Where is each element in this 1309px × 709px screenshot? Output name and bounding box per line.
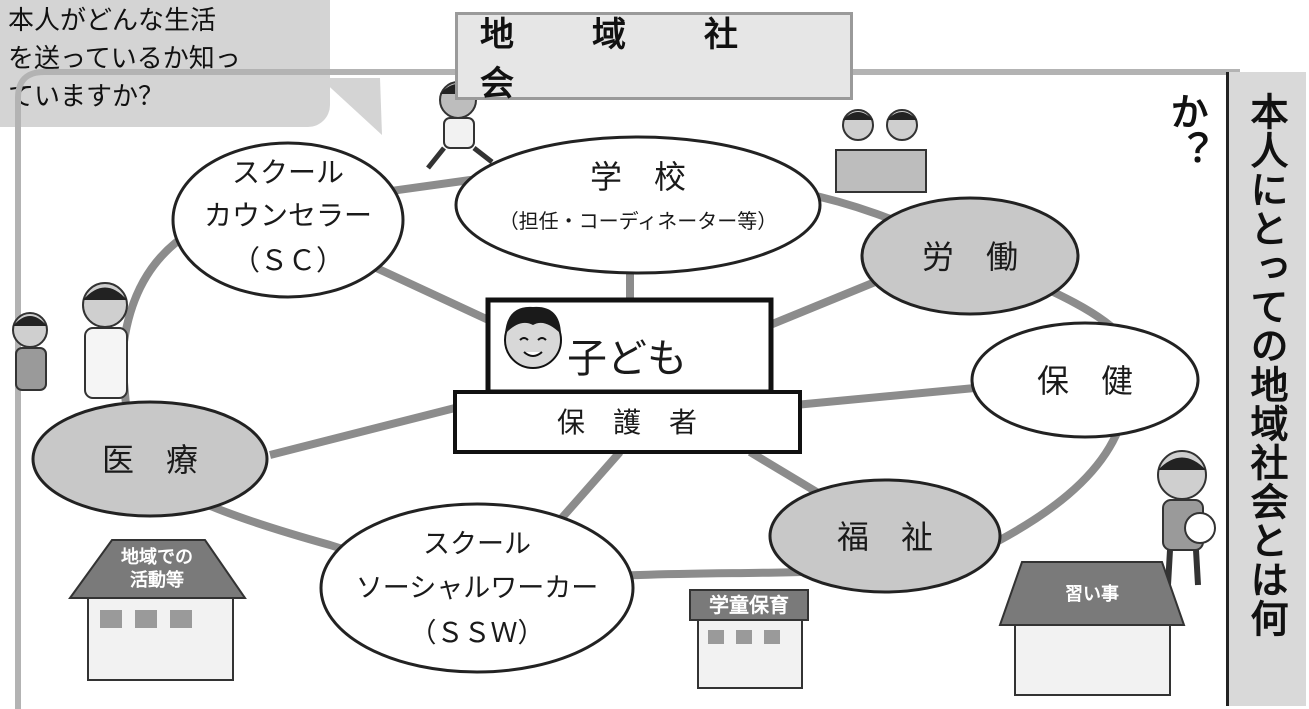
guardian-label: 保 護 者: [557, 406, 697, 439]
child-label: 子ども: [567, 336, 687, 382]
node-school-shape: [454, 135, 822, 275]
node-labor: 労 働: [860, 196, 1080, 316]
node-ssw: スクール ソーシャルワーカー （ＳＳＷ）: [319, 502, 635, 674]
community-title-box: 地 域 社 会: [455, 12, 853, 104]
community-activity-label-2: 活動等: [130, 569, 184, 591]
speech-bubble: 本人がどんな生活 を送っているか知っ ていますか？: [0, 0, 330, 127]
node-health: 保 健: [970, 321, 1200, 439]
node-counselor-shape: [171, 141, 405, 299]
ssw-line-3: （ＳＳＷ）: [410, 618, 545, 649]
node-welfare: 福 祉: [768, 478, 1002, 594]
labor-label: 労 働: [922, 238, 1018, 276]
counselor-line-2: カウンセラー: [204, 199, 372, 232]
community-title: 地 域 社 会: [480, 15, 816, 104]
speech-bubble-text: 本人がどんな生活 を送っているか知っ ていますか？: [8, 6, 241, 112]
node-welfare-shape: [768, 478, 1002, 594]
classroom-kids-illustration: [835, 109, 927, 193]
node-labor-shape: [860, 196, 1080, 316]
ssw-line-2: ソーシャルワーカー: [356, 573, 598, 604]
lessons-building: 習い事: [998, 561, 1186, 696]
node-school: 学 校 （担任・コーディネーター等）: [454, 135, 822, 275]
community-activity-label-1: 地域での: [121, 546, 193, 568]
spoke-ssw: [557, 449, 623, 523]
health-label: 保 健: [1037, 362, 1133, 400]
welfare-label: 福 祉: [837, 518, 933, 556]
center-child-box: 子ども: [485, 297, 774, 395]
afterschool-label: 学童保育: [709, 593, 789, 617]
spoke-health: [794, 384, 976, 409]
school-subtitle: （担任・コーディネーター等）: [499, 209, 778, 233]
spoke-medical: [269, 404, 456, 459]
ssw-line-1: スクール: [423, 529, 531, 560]
soccer-ball-icon: [1184, 512, 1216, 544]
node-medical: 医 療: [31, 400, 269, 518]
counselor-line-1: スクール: [232, 156, 344, 189]
counselor-line-3: （ＳＣ）: [232, 244, 344, 277]
lessons-label: 習い事: [1065, 583, 1119, 605]
side-title-panel: 本人にとっての地域社会とは何か？: [1164, 72, 1306, 706]
speech-bubble-tail: [320, 78, 382, 135]
medical-label: 医 療: [102, 441, 198, 479]
side-title: 本人にとっての地域社会とは何か？: [1164, 92, 1288, 638]
node-counselor: スクール カウンセラー （ＳＣ）: [171, 141, 405, 299]
doctor-and-child-illustration: [12, 282, 128, 399]
community-activity-building: 地域での 活動等: [68, 539, 247, 681]
community-frame: [15, 69, 1240, 709]
spoke-labor: [768, 276, 882, 329]
node-ssw-shape: [319, 502, 635, 674]
node-health-shape: [970, 321, 1200, 439]
soccer-boy-illustration: [1157, 450, 1216, 586]
node-medical-shape: [31, 400, 269, 518]
school-title: 学 校: [590, 158, 686, 196]
guardian-box: 保 護 者: [453, 390, 802, 454]
child-face-icon: [504, 306, 562, 369]
guardian-box-frame: [453, 390, 802, 454]
afterschool-building: 学童保育: [689, 589, 809, 689]
